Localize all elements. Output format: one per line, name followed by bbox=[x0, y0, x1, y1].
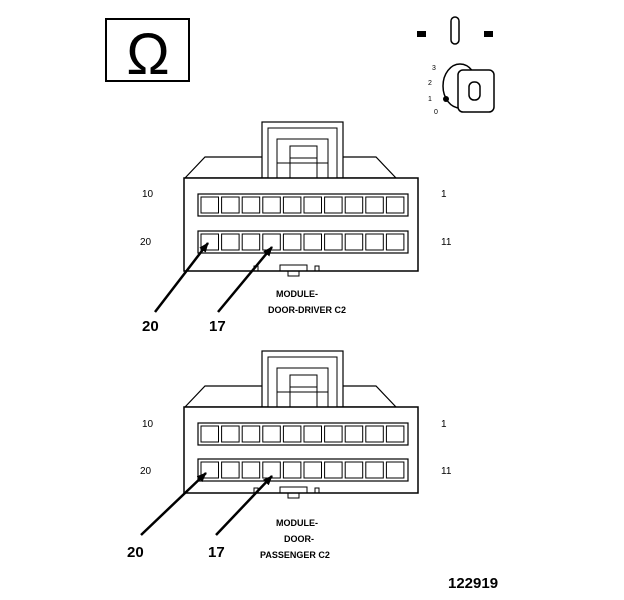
connector-caption-line-2: DOOR- bbox=[284, 534, 314, 544]
key-position-0: 0 bbox=[434, 109, 438, 116]
connector-caption-line-3: PASSENGER C2 bbox=[260, 550, 330, 560]
ignition-slot bbox=[450, 16, 460, 45]
pin-cavities bbox=[200, 425, 405, 479]
pin-cavity bbox=[303, 425, 322, 443]
pin-cavity bbox=[303, 461, 322, 479]
connector-caption-line-1: MODULE- bbox=[276, 518, 318, 528]
pin-cavity bbox=[282, 233, 302, 251]
connector-caption-line-1: MODULE- bbox=[276, 289, 318, 299]
pin-cavity bbox=[324, 425, 343, 443]
ohmmeter-icon: Ω bbox=[105, 18, 190, 87]
connector-caption-line-2: DOOR-DRIVER C2 bbox=[268, 305, 346, 315]
callout-arrow-pin-20 bbox=[140, 472, 207, 536]
pin-cavities bbox=[200, 196, 405, 251]
pin-label-11: 11 bbox=[441, 237, 452, 248]
pin-cavity bbox=[303, 233, 322, 251]
pin-cavity bbox=[324, 461, 343, 479]
pin-cavity bbox=[241, 196, 261, 214]
pin-label-10: 10 bbox=[142, 419, 154, 430]
pin-cavity bbox=[365, 196, 384, 214]
pin-cavity bbox=[262, 196, 281, 214]
pin-cavity bbox=[200, 425, 219, 443]
ignition-indicator-left bbox=[417, 31, 426, 37]
callout-arrow-pin-17 bbox=[217, 246, 273, 313]
pin-cavity bbox=[344, 233, 364, 251]
pin-cavity bbox=[365, 425, 384, 443]
pin-cavity bbox=[385, 425, 405, 443]
pin-cavity bbox=[262, 425, 281, 443]
pin-cavity bbox=[200, 196, 219, 214]
pin-cavity bbox=[241, 425, 261, 443]
pin-label-20: 20 bbox=[140, 466, 152, 477]
pin-cavity bbox=[385, 196, 405, 214]
callout-arrow-pin-17 bbox=[215, 475, 273, 536]
pin-cavity bbox=[221, 233, 240, 251]
callout-20: 20 bbox=[142, 318, 159, 335]
pin-cavity bbox=[221, 196, 240, 214]
pin-cavity bbox=[241, 233, 261, 251]
pin-cavity bbox=[241, 461, 261, 479]
pin-cavity bbox=[282, 196, 302, 214]
pin-cavity bbox=[303, 196, 322, 214]
pin-label-11: 11 bbox=[441, 466, 452, 477]
pin-label-20: 20 bbox=[140, 237, 152, 248]
pin-label-1: 1 bbox=[441, 189, 447, 200]
pin-cavity bbox=[385, 233, 405, 251]
key-position-1: 1 bbox=[428, 96, 432, 103]
figure-number: 122919 bbox=[448, 575, 498, 592]
connector-passenger-c2: 10 1 20 11 20 17 MODULE- DOOR- PASSENGER… bbox=[127, 350, 452, 561]
ohm-symbol: Ω bbox=[126, 22, 169, 87]
callout-17: 17 bbox=[208, 544, 225, 561]
key-position-3: 3 bbox=[432, 65, 436, 72]
pin-cavity bbox=[282, 461, 302, 479]
key-position-2: 2 bbox=[428, 80, 432, 87]
pin-cavity bbox=[365, 461, 384, 479]
pin-cavity bbox=[385, 461, 405, 479]
callout-20: 20 bbox=[127, 544, 144, 561]
ignition-indicator-right bbox=[484, 31, 493, 37]
pin-cavity bbox=[324, 233, 343, 251]
pin-cavity bbox=[221, 425, 240, 443]
pin-label-1: 1 bbox=[441, 419, 447, 430]
pin-cavity bbox=[344, 425, 364, 443]
pin-cavity bbox=[365, 233, 384, 251]
pin-cavity bbox=[221, 461, 240, 479]
pin-label-10: 10 bbox=[142, 189, 154, 200]
pin-cavity bbox=[324, 196, 343, 214]
pin-cavity bbox=[344, 196, 364, 214]
callout-17: 17 bbox=[209, 318, 226, 335]
callout-arrow-pin-20 bbox=[154, 242, 209, 313]
pin-cavity bbox=[282, 425, 302, 443]
ignition-key-icon: 3 2 1 0 bbox=[417, 16, 495, 116]
connector-driver-c2: 10 1 20 11 20 17 MODULE- DOOR-DRIVER C2 bbox=[140, 121, 452, 335]
pin-cavity bbox=[344, 461, 364, 479]
